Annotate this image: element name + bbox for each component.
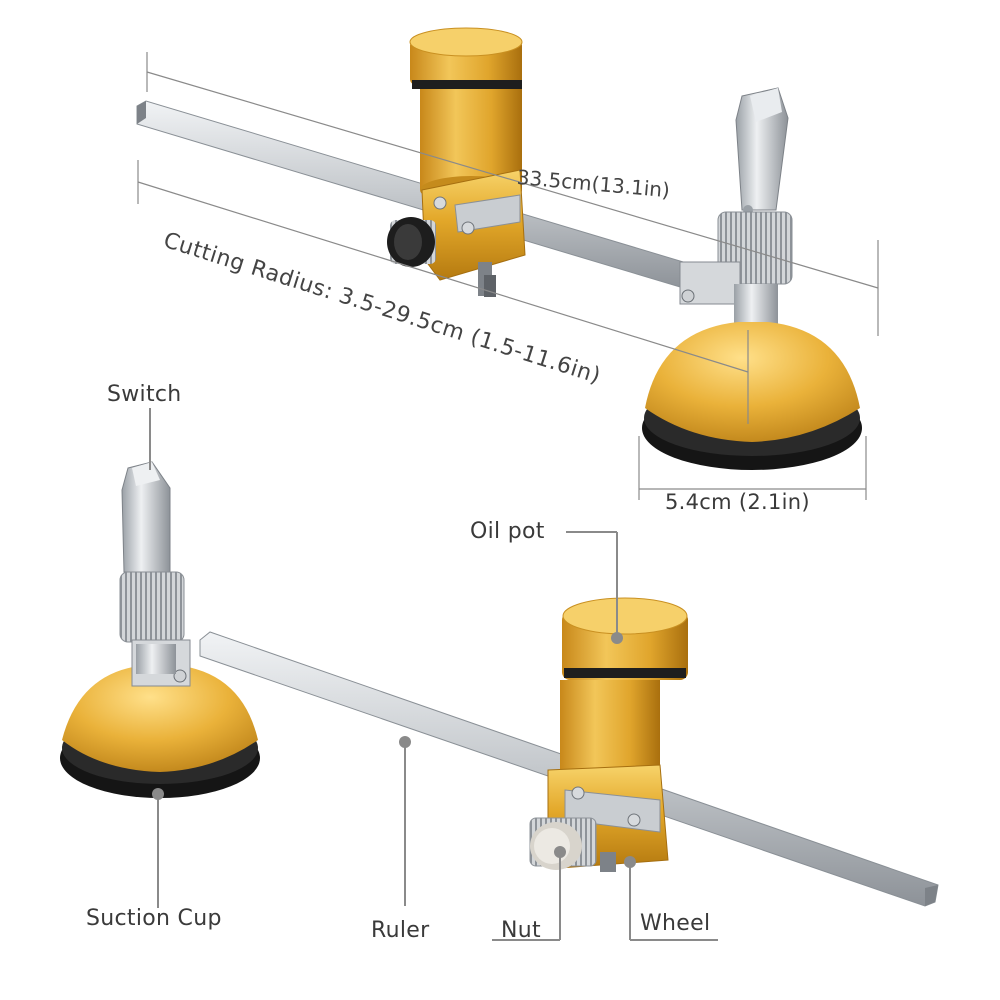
bottom-nut-knob bbox=[529, 817, 597, 870]
top-oil-pot bbox=[409, 27, 523, 204]
callout-leaders bbox=[149, 408, 718, 941]
wheel-label: Wheel bbox=[640, 911, 711, 936]
ruler-label: Ruler bbox=[371, 918, 430, 943]
top-nut-knob bbox=[387, 217, 436, 267]
nut-label: Nut bbox=[501, 918, 541, 943]
bottom-oil-pot bbox=[560, 597, 688, 790]
top-cutter bbox=[136, 27, 879, 500]
top-suction-cup bbox=[642, 322, 862, 470]
base-diameter-label: 5.4cm (2.1in) bbox=[665, 490, 810, 514]
suction-cup-label: Suction Cup bbox=[86, 906, 222, 931]
bottom-cutter bbox=[60, 461, 939, 907]
oil-pot-label: Oil pot bbox=[470, 519, 545, 544]
top-pivot-head bbox=[679, 87, 793, 332]
switch-label: Switch bbox=[107, 382, 182, 407]
top-dimension-lines bbox=[137, 52, 879, 500]
top-carriage bbox=[421, 169, 526, 297]
bottom-pivot-head bbox=[119, 461, 191, 687]
bottom-suction-cup bbox=[60, 665, 260, 798]
